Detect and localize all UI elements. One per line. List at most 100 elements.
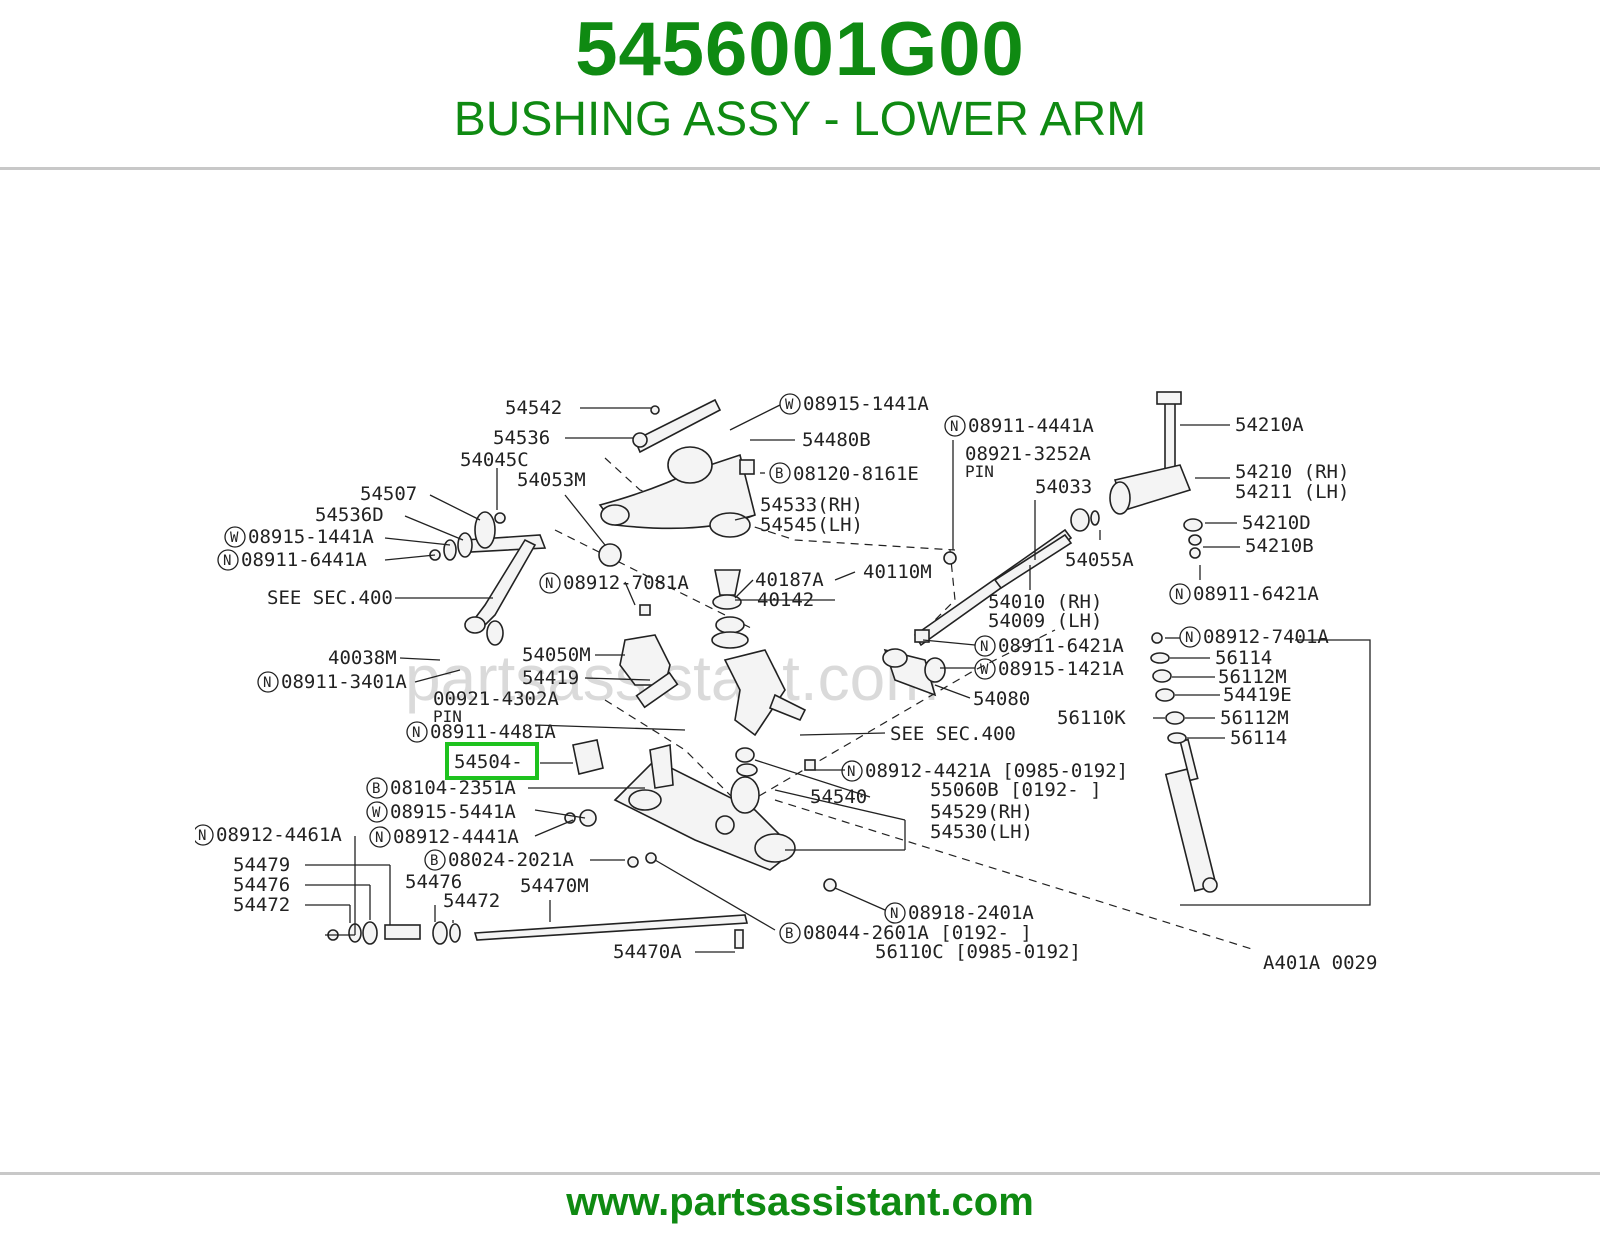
header-divider — [0, 167, 1600, 170]
svg-text:N: N — [263, 675, 271, 691]
label-pin-right: PIN — [965, 462, 994, 481]
label-54470A: 54470A — [613, 941, 682, 963]
label-56114-bottom: 56114 — [1230, 727, 1287, 749]
label-54472-right: 54472 — [443, 890, 500, 912]
label-54476-right: 54476 — [405, 871, 462, 893]
svg-text:N: N — [412, 725, 420, 741]
svg-text:N: N — [980, 639, 988, 655]
label-54470M: 54470M — [520, 875, 589, 897]
label-54472-left: 54472 — [233, 894, 290, 916]
label-54476-left: 54476 — [233, 874, 290, 896]
label-54211LH: 54211 (LH) — [1235, 481, 1349, 503]
label-54529RH: 54529(RH) — [930, 801, 1033, 823]
label-54542: 54542 — [505, 397, 562, 419]
label-54009LH: 54009 (LH) — [988, 610, 1102, 632]
svg-text:N: N — [890, 906, 898, 922]
label-08915-1441A-top: 08915-1441A — [803, 393, 929, 415]
label-54480B: 54480B — [802, 429, 871, 451]
label-54080: 54080 — [973, 688, 1030, 710]
label-54504: 54504- — [454, 751, 523, 773]
label-08911-6421A-mid: 08911-6421A — [998, 635, 1124, 657]
svg-text:W: W — [785, 397, 794, 413]
label-see-sec-400-left: SEE SEC.400 — [267, 587, 393, 609]
label-54419E: 54419E — [1223, 684, 1292, 706]
label-see-sec-400-right: SEE SEC.400 — [890, 723, 1016, 745]
label-08911-3401A: 08911-3401A — [281, 671, 407, 693]
label-pin-left: PIN — [433, 707, 462, 726]
label-54210A: 54210A — [1235, 414, 1304, 436]
label-08912-4461A: 08912-4461A — [216, 824, 342, 846]
svg-text:N: N — [375, 830, 383, 846]
label-54507: 54507 — [360, 483, 417, 505]
label-54545LH: 54545(LH) — [760, 514, 863, 536]
label-56112M-bottom: 56112M — [1220, 707, 1289, 729]
label-56110K: 56110K — [1057, 707, 1126, 729]
label-08104-2351A: 08104-2351A — [390, 777, 516, 799]
footer-url[interactable]: www.partsassistant.com — [566, 1180, 1034, 1224]
svg-text:N: N — [950, 419, 958, 435]
label-54033: 54033 — [1035, 476, 1092, 498]
label-08911-6441A: 08911-6441A — [241, 549, 367, 571]
parts-diagram-svg: partsassistant.com — [195, 391, 1377, 974]
svg-text:B: B — [785, 926, 793, 942]
svg-text:B: B — [775, 466, 783, 482]
label-54536: 54536 — [493, 427, 550, 449]
label-08911-4441A: 08911-4441A — [968, 415, 1094, 437]
label-08912-4441A: 08912-4441A — [393, 826, 519, 848]
parts-diagram: partsassistant.com — [195, 340, 1420, 1010]
label-54050M: 54050M — [522, 644, 591, 666]
label-54419: 54419 — [522, 667, 579, 689]
label-08911-6421A-right: 08911-6421A — [1193, 583, 1319, 605]
label-54533RH: 54533(RH) — [760, 494, 863, 516]
svg-text:N: N — [223, 553, 231, 569]
svg-text:N: N — [545, 576, 553, 592]
label-08024-2021A: 08024-2021A — [448, 849, 574, 871]
part-name: BUSHING ASSY - LOWER ARM — [453, 93, 1147, 146]
label-08912-7081A: 08912-7081A — [563, 572, 689, 594]
label-40038M: 40038M — [328, 647, 397, 669]
label-54540: 54540 — [810, 786, 867, 808]
svg-text:N: N — [1185, 630, 1193, 646]
header: 5456001G00 BUSHING ASSY - LOWER ARM — [0, 0, 1600, 170]
footer-divider — [0, 1172, 1600, 1175]
label-54045C: 54045C — [460, 449, 529, 471]
label-08918-2401A: 08918-2401A — [908, 902, 1034, 924]
diagram-code: A401A 0029 — [1263, 952, 1377, 974]
label-54479: 54479 — [233, 854, 290, 876]
label-54053M: 54053M — [517, 469, 586, 491]
label-54530LH: 54530(LH) — [930, 821, 1033, 843]
svg-text:N: N — [847, 764, 855, 780]
label-56114-top: 56114 — [1215, 647, 1272, 669]
svg-text:N: N — [198, 828, 206, 844]
label-54210RH: 54210 (RH) — [1235, 461, 1349, 483]
label-40142: 40142 — [757, 589, 814, 611]
svg-text:W: W — [372, 805, 381, 821]
label-56112M-top: 56112M — [1218, 666, 1287, 688]
label-08120-8161E: 08120-8161E — [793, 463, 919, 485]
label-55060B: 55060B [0192- ] — [930, 779, 1102, 801]
label-08912-4421A: 08912-4421A [0985-0192] — [865, 760, 1128, 782]
label-54536D: 54536D — [315, 504, 384, 526]
label-54055A: 54055A — [1065, 549, 1134, 571]
label-40110M: 40110M — [863, 561, 932, 583]
label-00921-4302A: 00921-4302A — [433, 688, 559, 710]
part-number: 5456001G00 — [575, 7, 1025, 92]
label-40187A: 40187A — [755, 569, 824, 591]
svg-text:B: B — [372, 781, 380, 797]
label-08921-3252A: 08921-3252A — [965, 443, 1091, 465]
label-08044-2601A: 08044-2601A [0192- ] — [803, 922, 1032, 944]
label-08915-5441A: 08915-5441A — [390, 801, 516, 823]
highlight-54504 — [445, 742, 539, 780]
label-08911-4481A: 08911-4481A — [430, 721, 556, 743]
label-54010RH: 54010 (RH) — [988, 591, 1102, 613]
svg-text:W: W — [980, 662, 989, 678]
label-56110C: 56110C [0985-0192] — [875, 941, 1081, 963]
svg-text:B: B — [430, 853, 438, 869]
label-08912-7401A: 08912-7401A — [1203, 626, 1329, 648]
svg-text:N: N — [1175, 587, 1183, 603]
label-54210B: 54210B — [1245, 535, 1314, 557]
label-08915-1421A: 08915-1421A — [998, 658, 1124, 680]
svg-text:W: W — [230, 530, 239, 546]
label-54210D: 54210D — [1242, 512, 1311, 534]
label-08915-1441A-left: 08915-1441A — [248, 526, 374, 548]
